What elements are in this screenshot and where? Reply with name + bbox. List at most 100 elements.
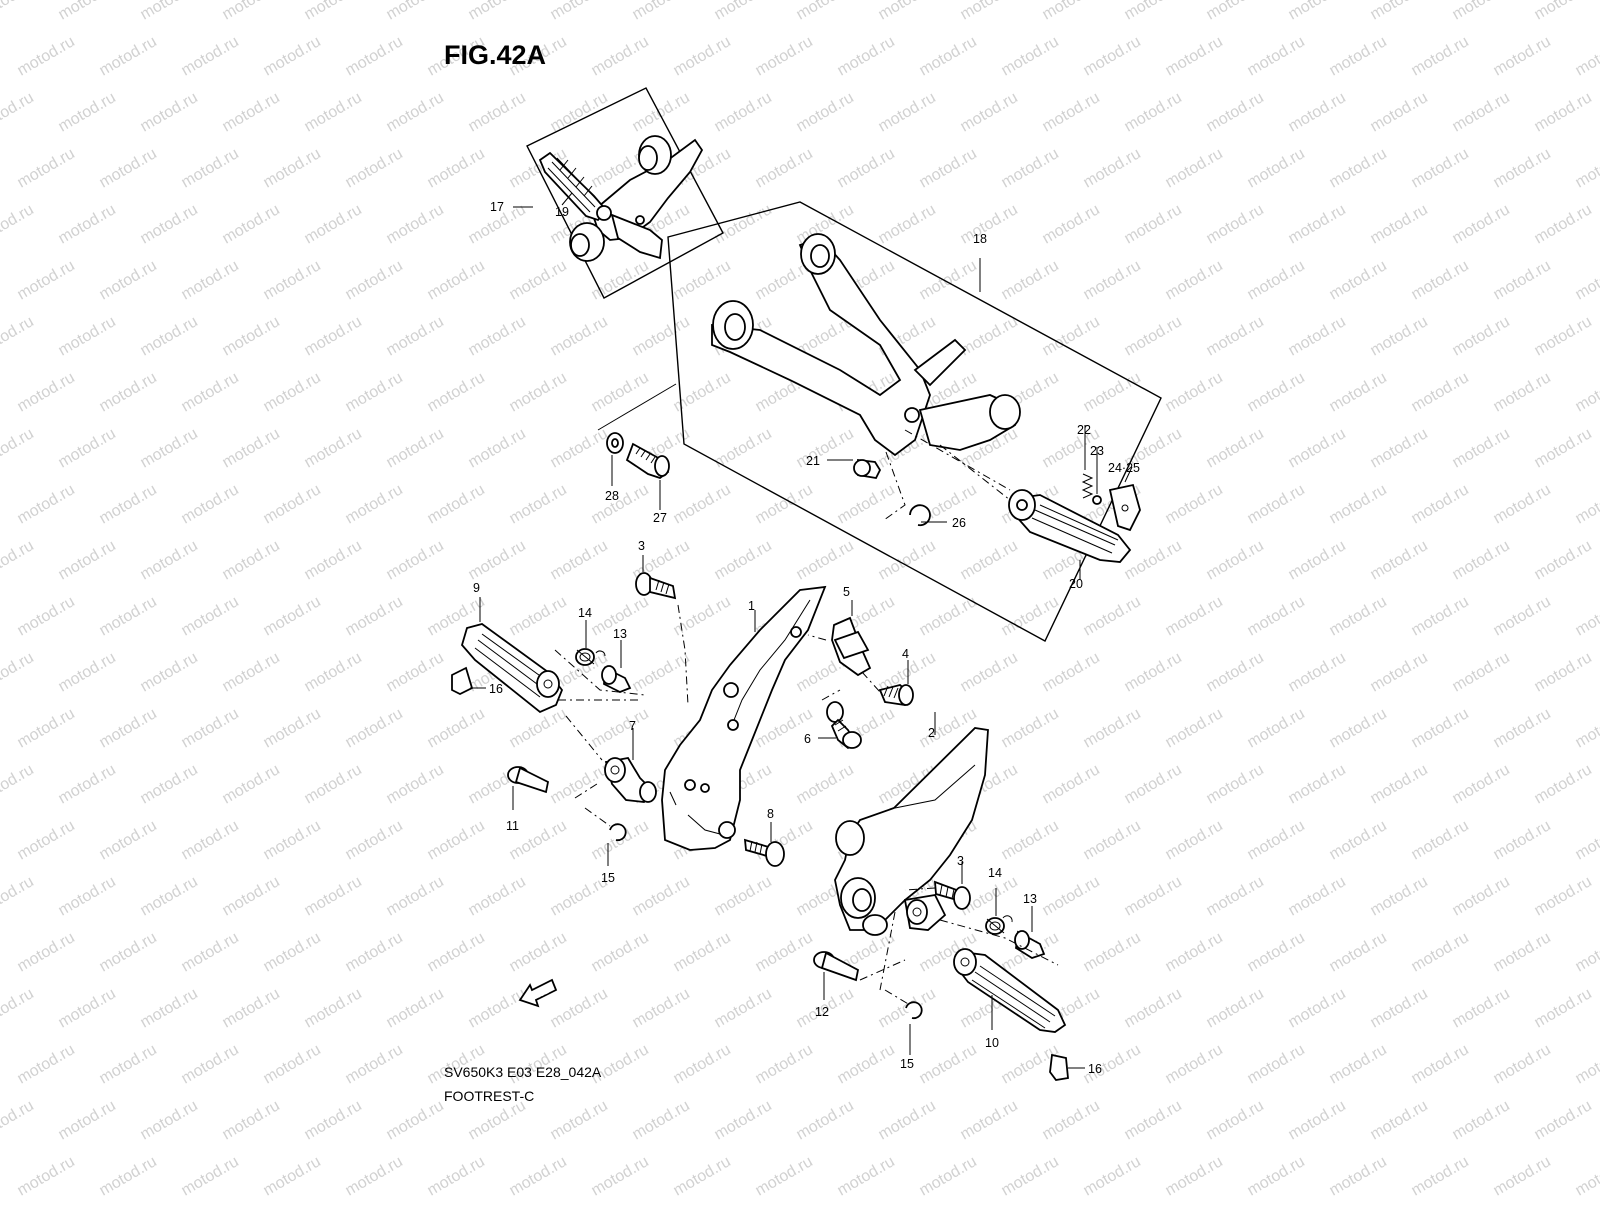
watermark-text: motod.ru: [1204, 201, 1267, 247]
watermark-text: motod.ru: [712, 0, 775, 23]
watermark-text: motod.ru: [1245, 145, 1308, 191]
watermark-text: motod.ru: [1532, 1097, 1595, 1143]
watermark-text: motod.ru: [56, 201, 119, 247]
watermark-text: motod.ru: [1450, 201, 1513, 247]
watermark-text: motod.ru: [1491, 817, 1554, 863]
watermark-text: motod.ru: [220, 761, 283, 807]
watermark-text: motod.ru: [15, 1153, 78, 1199]
watermark-text: motod.ru: [220, 0, 283, 23]
watermark-text: motod.ru: [630, 0, 693, 23]
callout-8: 8: [767, 807, 774, 821]
watermark-text: motod.ru: [1532, 201, 1595, 247]
watermark-text: motod.ru: [548, 1097, 611, 1143]
watermark-text: motod.ru: [1532, 425, 1595, 471]
watermark-text: motod.ru: [1081, 705, 1144, 751]
watermark-text: motod.ru: [1532, 537, 1595, 583]
watermark-text: motod.ru: [0, 761, 37, 807]
watermark-text: motod.ru: [1204, 89, 1267, 135]
callout-19: 19: [555, 205, 569, 219]
watermark-text: motod.ru: [630, 985, 693, 1031]
watermark-text: motod.ru: [302, 201, 365, 247]
watermark-text: motod.ru: [1491, 33, 1554, 79]
watermark-text: motod.ru: [1245, 593, 1308, 639]
watermark-text: motod.ru: [1409, 929, 1472, 975]
watermark-text: motod.ru: [343, 1153, 406, 1199]
watermark-text: motod.ru: [384, 985, 447, 1031]
watermark-text: motod.ru: [56, 1097, 119, 1143]
watermark-text: motod.ru: [630, 89, 693, 135]
watermark-text: motod.ru: [1040, 873, 1103, 919]
watermark-text: motod.ru: [220, 537, 283, 583]
watermark-text: motod.ru: [794, 425, 857, 471]
figure-title: FIG.42A: [444, 40, 546, 71]
watermark-text: motod.ru: [0, 89, 37, 135]
watermark-text: motod.ru: [753, 1153, 816, 1199]
bolt-6: [818, 690, 861, 748]
watermark-text: motod.ru: [1245, 817, 1308, 863]
watermark-text: motod.ru: [56, 89, 119, 135]
watermark-text: motod.ru: [712, 201, 775, 247]
watermark-text: motod.ru: [466, 1097, 529, 1143]
watermark-text: motod.ru: [1163, 593, 1226, 639]
watermark-text: motod.ru: [1040, 89, 1103, 135]
watermark-text: motod.ru: [835, 1041, 898, 1087]
watermark-text: motod.ru: [753, 1041, 816, 1087]
watermark-text: motod.ru: [97, 705, 160, 751]
watermark-text: motod.ru: [1409, 593, 1472, 639]
watermark-text: motod.ru: [302, 985, 365, 1031]
watermark-text: motod.ru: [138, 425, 201, 471]
watermark-text: motod.ru: [179, 145, 242, 191]
watermark-text: motod.ru: [466, 537, 529, 583]
watermark-text: motod.ru: [15, 1041, 78, 1087]
watermark-text: motod.ru: [1368, 89, 1431, 135]
watermark-text: motod.ru: [1245, 1041, 1308, 1087]
watermark-text: motod.ru: [1491, 593, 1554, 639]
watermark-text: motod.ru: [97, 817, 160, 863]
watermark-text: motod.ru: [425, 369, 488, 415]
watermark-text: motod.ru: [1409, 257, 1472, 303]
watermark-text: motod.ru: [630, 313, 693, 359]
watermark-text: motod.ru: [1491, 257, 1554, 303]
callout-24-25: 24·25: [1108, 461, 1140, 475]
watermark-text: motod.ru: [1409, 481, 1472, 527]
watermark-text: motod.ru: [179, 929, 242, 975]
watermark-text: motod.ru: [15, 817, 78, 863]
watermark-text: motod.ru: [1163, 33, 1226, 79]
watermark-text: motod.ru: [712, 537, 775, 583]
watermark-text: motod.ru: [138, 873, 201, 919]
watermark-text: motod.ru: [630, 649, 693, 695]
watermark-text: motod.ru: [384, 313, 447, 359]
watermark-text: motod.ru: [466, 425, 529, 471]
watermark-text: motod.ru: [0, 201, 37, 247]
watermark-text: motod.ru: [1409, 369, 1472, 415]
watermark-text: motod.ru: [56, 873, 119, 919]
watermark-text: motod.ru: [671, 593, 734, 639]
watermark-text: motod.ru: [507, 929, 570, 975]
watermark-text: motod.ru: [1450, 425, 1513, 471]
callout-20: 20: [1069, 577, 1083, 591]
watermark-text: motod.ru: [261, 705, 324, 751]
watermark-text: motod.ru: [179, 33, 242, 79]
watermark-text: motod.ru: [1327, 593, 1390, 639]
watermark-text: motod.ru: [261, 257, 324, 303]
watermark-text: motod.ru: [1368, 1097, 1431, 1143]
watermark-text: motod.ru: [1163, 257, 1226, 303]
watermark-text: motod.ru: [958, 89, 1021, 135]
watermark-text: motod.ru: [179, 705, 242, 751]
watermark-text: motod.ru: [1491, 481, 1554, 527]
inset-box-18: [668, 202, 1161, 641]
watermark-text: motod.ru: [589, 1153, 652, 1199]
watermark-text: motod.ru: [343, 145, 406, 191]
watermark-text: motod.ru: [1081, 593, 1144, 639]
watermark-text: motod.ru: [507, 1153, 570, 1199]
watermark-text: motod.ru: [1245, 929, 1308, 975]
watermark-text: motod.ru: [589, 705, 652, 751]
watermark-text: motod.ru: [712, 1097, 775, 1143]
watermark-text: motod.ru: [425, 929, 488, 975]
watermark-text: motod.ru: [1450, 1097, 1513, 1143]
watermark-text: motod.ru: [835, 145, 898, 191]
watermark-text: motod.ru: [1409, 705, 1472, 751]
watermark-text: motod.ru: [0, 313, 37, 359]
watermark-text: motod.ru: [97, 369, 160, 415]
watermark-text: motod.ru: [179, 369, 242, 415]
